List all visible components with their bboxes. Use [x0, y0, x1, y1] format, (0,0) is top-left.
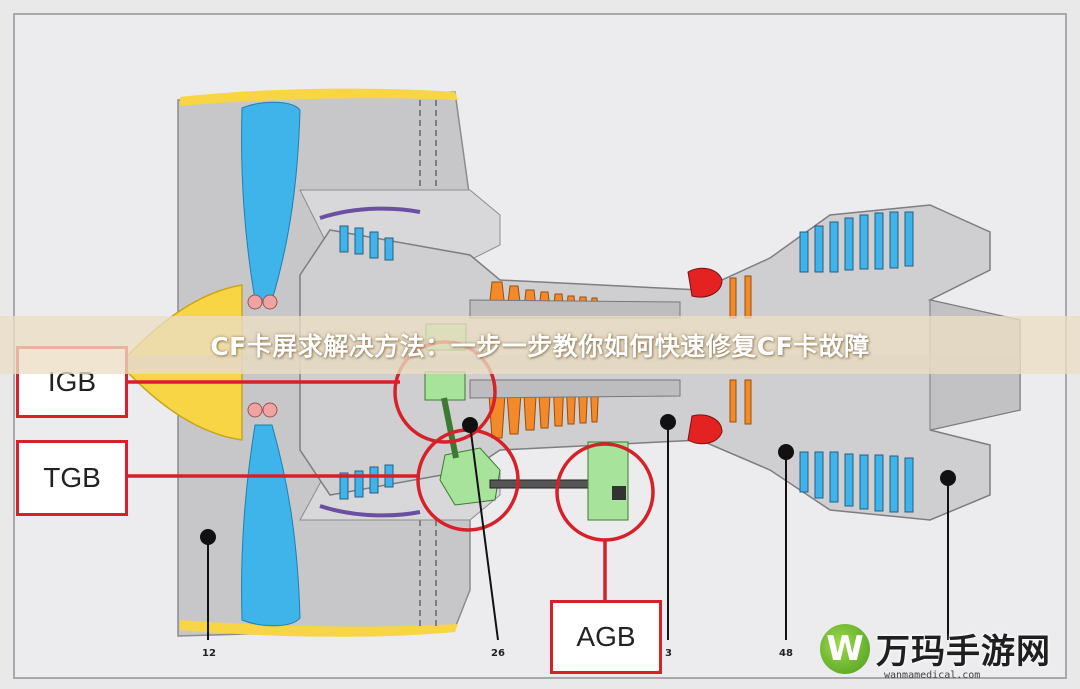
booster-top	[339, 225, 394, 261]
station-12: 12	[202, 648, 216, 659]
brand-name: 万玛手游网	[876, 632, 1051, 672]
station-3: 3	[665, 648, 672, 659]
banner-title: CF卡屏求解决方法：一步一步教你如何快速修复CF卡故障	[210, 332, 870, 361]
brand-logo-letter: W	[826, 629, 864, 669]
title-banner: CF卡屏求解决方法：一步一步教你如何快速修复CF卡故障	[0, 316, 1080, 374]
watermark: W 万玛手游网 wanmamedical.com	[820, 618, 1076, 688]
station-48: 48	[779, 648, 793, 659]
agb-label: AGB	[576, 621, 636, 652]
tgb-callout: TGB	[16, 440, 128, 516]
accessory-gearbox	[587, 441, 629, 521]
fan-case-yellow-bottom	[180, 620, 458, 637]
fan-case-yellow-top	[180, 88, 458, 106]
brand-url: wanmamedical.com	[884, 670, 981, 681]
combustor-top	[687, 267, 723, 298]
agb-callout: AGB	[550, 600, 662, 674]
station-leaders	[200, 414, 956, 641]
brand-logo-icon: W	[820, 624, 870, 674]
transfer-gearbox	[439, 447, 501, 506]
tgb-label: TGB	[43, 462, 101, 493]
station-26: 26	[491, 648, 505, 659]
combustor-bottom	[687, 414, 723, 445]
lpt-top	[799, 211, 914, 273]
inlet-gearbox	[424, 371, 466, 401]
fan-blade-top	[241, 101, 301, 301]
lpt-bottom	[799, 451, 914, 513]
